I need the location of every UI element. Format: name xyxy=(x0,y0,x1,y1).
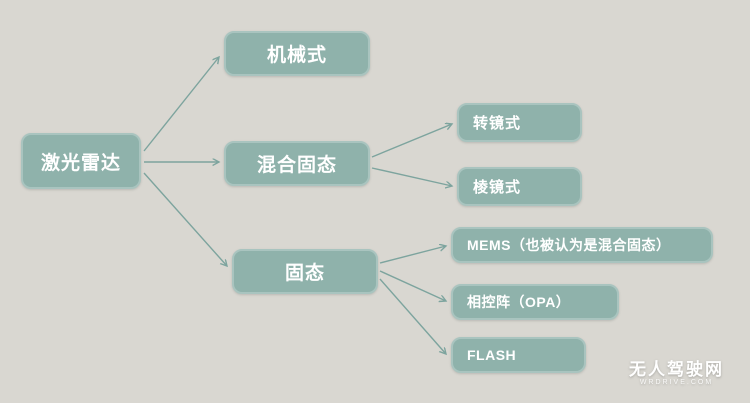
node-prism: 棱镜式 xyxy=(457,167,582,206)
node-flash: FLASH xyxy=(451,337,586,373)
node-rotating-mirror: 转镜式 xyxy=(457,103,582,142)
arrow-solid-to-opa xyxy=(379,270,446,301)
arrow-solid-to-flash xyxy=(379,278,446,354)
arrow-root-to-mechanical xyxy=(143,57,219,152)
watermark-title: 无人驾驶网 xyxy=(629,359,724,379)
node-lidar-root: 激光雷达 xyxy=(21,133,141,189)
node-mems: MEMS（也被认为是混合固态） xyxy=(451,227,713,263)
watermark-subtitle: WRDRIVE.COM xyxy=(639,379,714,387)
arrow-root-to-solid xyxy=(143,172,227,266)
node-phased-array-opa: 相控阵（OPA） xyxy=(451,284,619,320)
node-mechanical: 机械式 xyxy=(224,31,370,76)
arrow-hybrid-to-rotating xyxy=(371,124,452,158)
node-hybrid-solid: 混合固态 xyxy=(224,141,370,186)
watermark: 无人驾驶网 WRDRIVE.COM xyxy=(629,359,724,387)
arrow-hybrid-to-prism xyxy=(371,167,452,186)
node-solid-state: 固态 xyxy=(232,249,378,294)
arrow-solid-to-mems xyxy=(379,246,446,264)
